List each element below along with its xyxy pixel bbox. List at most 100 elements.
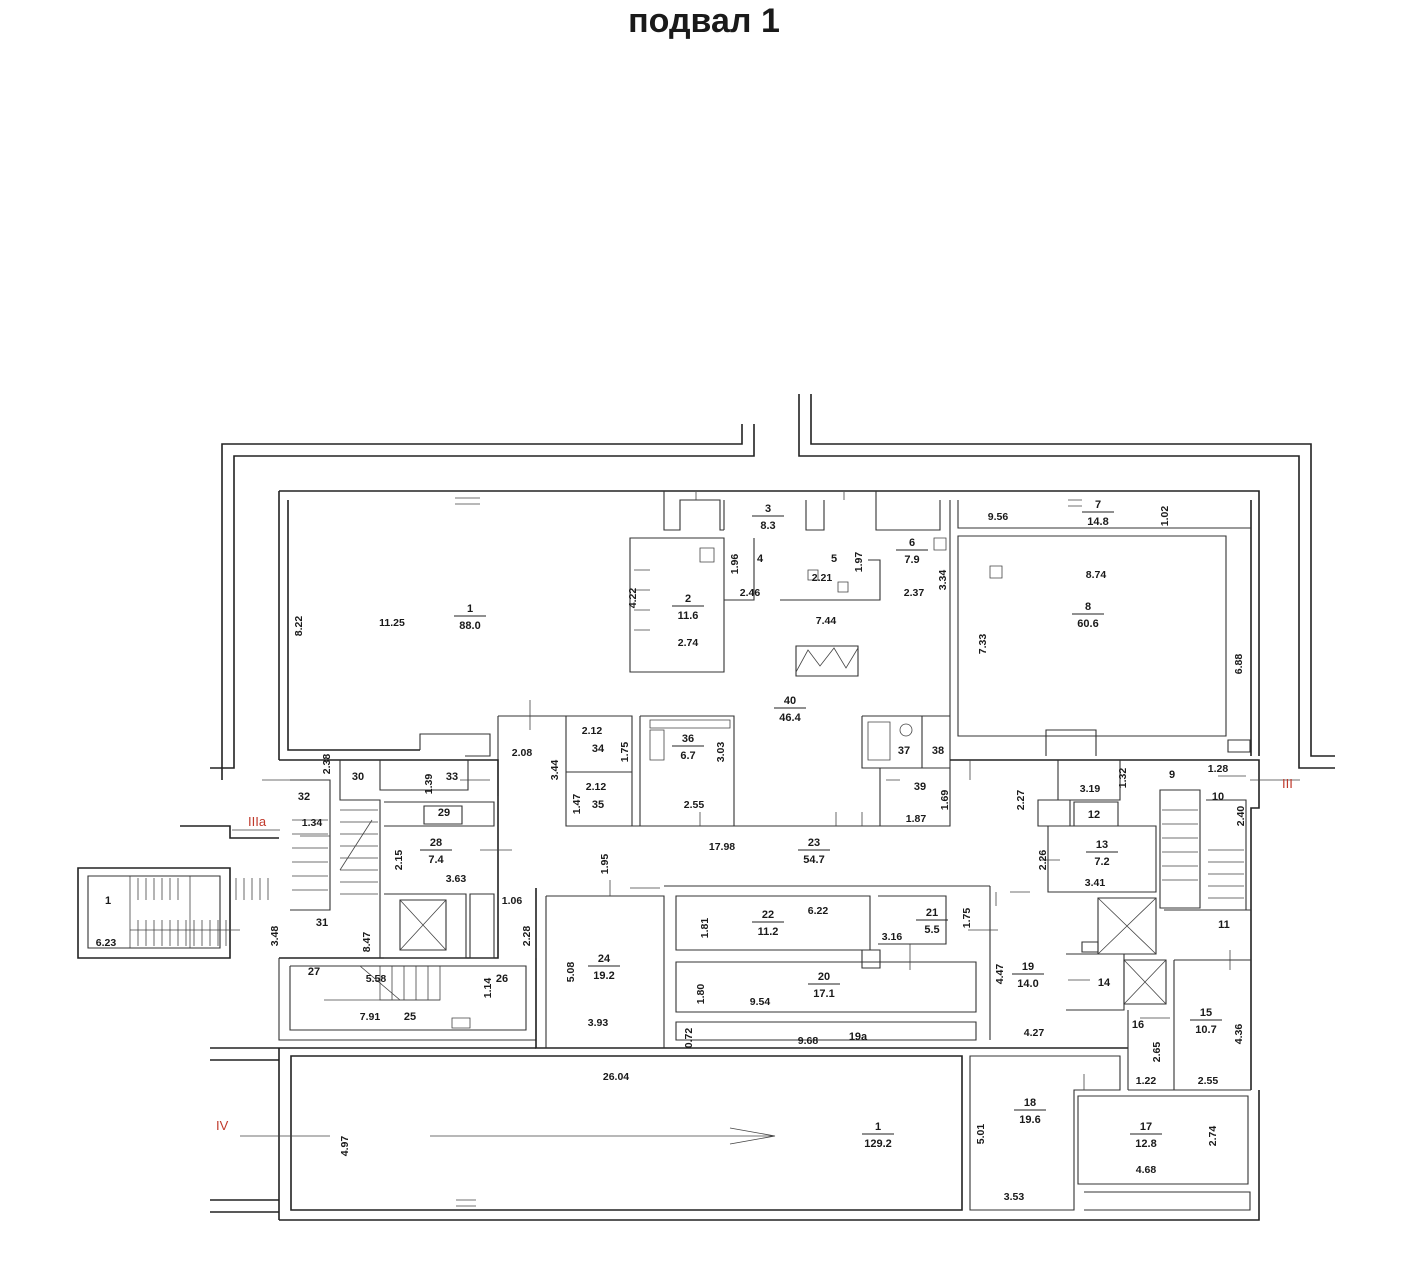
room-number-r25: 25 xyxy=(404,1011,416,1023)
dimension-label: 1.22 xyxy=(1136,1075,1157,1087)
room-number-r24: 24 xyxy=(598,953,611,965)
room-number-r23: 23 xyxy=(808,837,820,849)
dimension-label: 1.75 xyxy=(619,742,631,763)
room-1-area xyxy=(419,497,491,757)
outer-walls xyxy=(210,394,1335,780)
dimension-label: 9.54 xyxy=(750,996,771,1008)
room-number-r15: 15 xyxy=(1200,1007,1212,1019)
room-area-r13: 7.2 xyxy=(1094,856,1109,868)
room-number-r26: 26 xyxy=(496,973,508,985)
dimension-label: 1.81 xyxy=(699,918,711,939)
room-number-r20: 20 xyxy=(818,971,830,983)
room-number-r16: 16 xyxy=(1132,1019,1144,1031)
right-core xyxy=(950,759,1260,1091)
room-area-r8: 60.6 xyxy=(1077,618,1098,630)
room-number-r31: 31 xyxy=(316,917,328,929)
dimension-label: 8.74 xyxy=(1086,569,1107,581)
room-number-r39: 39 xyxy=(914,781,926,793)
dimension-label: 9.56 xyxy=(988,511,1009,523)
dimension-label: 2.46 xyxy=(740,587,761,599)
dimension-label: 4.68 xyxy=(1136,1164,1157,1176)
dimension-label: 3.41 xyxy=(1085,877,1106,889)
dimension-label: 2.55 xyxy=(1198,1075,1219,1087)
dimension-label: 1.28 xyxy=(1208,763,1229,775)
dimension-label: 9.68 xyxy=(798,1035,819,1047)
room-number-r30: 30 xyxy=(352,771,364,783)
room-number-r17: 17 xyxy=(1140,1121,1152,1133)
dimension-label: 5.08 xyxy=(565,962,577,983)
dimension-label: 2.12 xyxy=(586,781,607,793)
room-number-r21: 21 xyxy=(926,907,938,919)
room-area-r1-corridor: 129.2 xyxy=(864,1138,892,1150)
dimension-label: 1.80 xyxy=(695,984,707,1005)
room-number-r19: 19 xyxy=(1022,961,1034,973)
dimension-label: 3.63 xyxy=(446,873,467,885)
dimension-label: 2.38 xyxy=(321,754,333,775)
room-area-fraction-bars xyxy=(420,511,1222,1135)
door-ticks xyxy=(300,492,1246,1090)
dimension-label: 2.27 xyxy=(1015,790,1027,811)
room-number-r13: 13 xyxy=(1096,839,1108,851)
room-number-r40: 40 xyxy=(784,695,796,707)
room-number-r12: 12 xyxy=(1088,809,1100,821)
dimension-label: 7.33 xyxy=(977,634,989,655)
dimension-label: 2.15 xyxy=(393,850,405,871)
dimension-label: 3.16 xyxy=(882,931,903,943)
room-number-r18: 18 xyxy=(1024,1097,1036,1109)
dimension-label: 26.04 xyxy=(603,1071,629,1083)
dimension-labels: 11.258.224.222.741.962.462.211.977.442.3… xyxy=(96,506,1247,1203)
dimension-label: 2.21 xyxy=(812,572,833,584)
room-number-r1-entry: 1 xyxy=(105,895,111,907)
room-number-r1-corridor: 1 xyxy=(875,1121,881,1133)
room-area-r20: 17.1 xyxy=(813,988,834,1000)
room-number-r19a: 19а xyxy=(849,1031,868,1043)
dimension-label: 17.98 xyxy=(709,841,735,853)
axis-mark-iv: IV xyxy=(216,1118,229,1133)
room-area-r15: 10.7 xyxy=(1195,1024,1216,1036)
dimension-label: 2.74 xyxy=(1207,1126,1219,1147)
room-number-r32: 32 xyxy=(298,791,310,803)
dimension-label: 3.19 xyxy=(1080,783,1101,795)
dimension-label: 1.06 xyxy=(502,895,523,907)
room-number-r14: 14 xyxy=(1098,977,1111,989)
dimension-label: 4.36 xyxy=(1233,1024,1245,1045)
room-area-r24: 19.2 xyxy=(593,970,614,982)
room-number-r35: 35 xyxy=(592,799,604,811)
dimension-label: 2.65 xyxy=(1151,1042,1163,1063)
room-area-r18: 19.6 xyxy=(1019,1114,1040,1126)
room-area-r6: 7.9 xyxy=(904,554,919,566)
dimension-label: 1.69 xyxy=(939,790,951,811)
dimension-label: 8.22 xyxy=(293,616,305,637)
axis-mark-iiia: IIIa xyxy=(248,814,267,829)
dimension-label: 4.22 xyxy=(627,588,639,609)
room-number-r10: 10 xyxy=(1212,791,1224,803)
room-number-r11: 11 xyxy=(1218,919,1230,931)
room-8-area xyxy=(957,535,1251,756)
upper-service-rooms xyxy=(629,491,1251,760)
dimension-label: 2.26 xyxy=(1037,850,1049,871)
dimension-label: 1.97 xyxy=(853,552,865,573)
room-area-r3: 8.3 xyxy=(760,520,775,532)
room-number-r33: 33 xyxy=(446,771,458,783)
room-number-r1-main: 1 xyxy=(467,603,473,615)
left-core xyxy=(279,759,499,959)
axis-labels: IIIa III IV xyxy=(216,776,1293,1133)
room-area-r21: 5.5 xyxy=(924,924,939,936)
dimension-label: 11.25 xyxy=(379,617,405,629)
dimension-label: 6.22 xyxy=(808,905,829,917)
room-number-r36: 36 xyxy=(682,733,694,745)
dimension-label: 1.96 xyxy=(729,554,741,575)
room-area-r1-main: 88.0 xyxy=(459,620,480,632)
room-area-r22: 11.2 xyxy=(758,926,779,938)
dimension-label: 7.91 xyxy=(360,1011,381,1023)
dimension-label: 4.47 xyxy=(994,964,1006,985)
dimension-label: 2.74 xyxy=(678,637,699,649)
room-number-r4: 4 xyxy=(757,553,764,565)
room-area-r23: 54.7 xyxy=(803,854,824,866)
room-number-r38: 38 xyxy=(932,745,944,757)
room-number-r6: 6 xyxy=(909,537,915,549)
bottom-corridor xyxy=(210,1047,1260,1221)
dimension-label: 6.88 xyxy=(1233,654,1245,675)
dimension-label: 3.44 xyxy=(549,760,561,781)
dimension-label: 3.03 xyxy=(715,742,727,763)
